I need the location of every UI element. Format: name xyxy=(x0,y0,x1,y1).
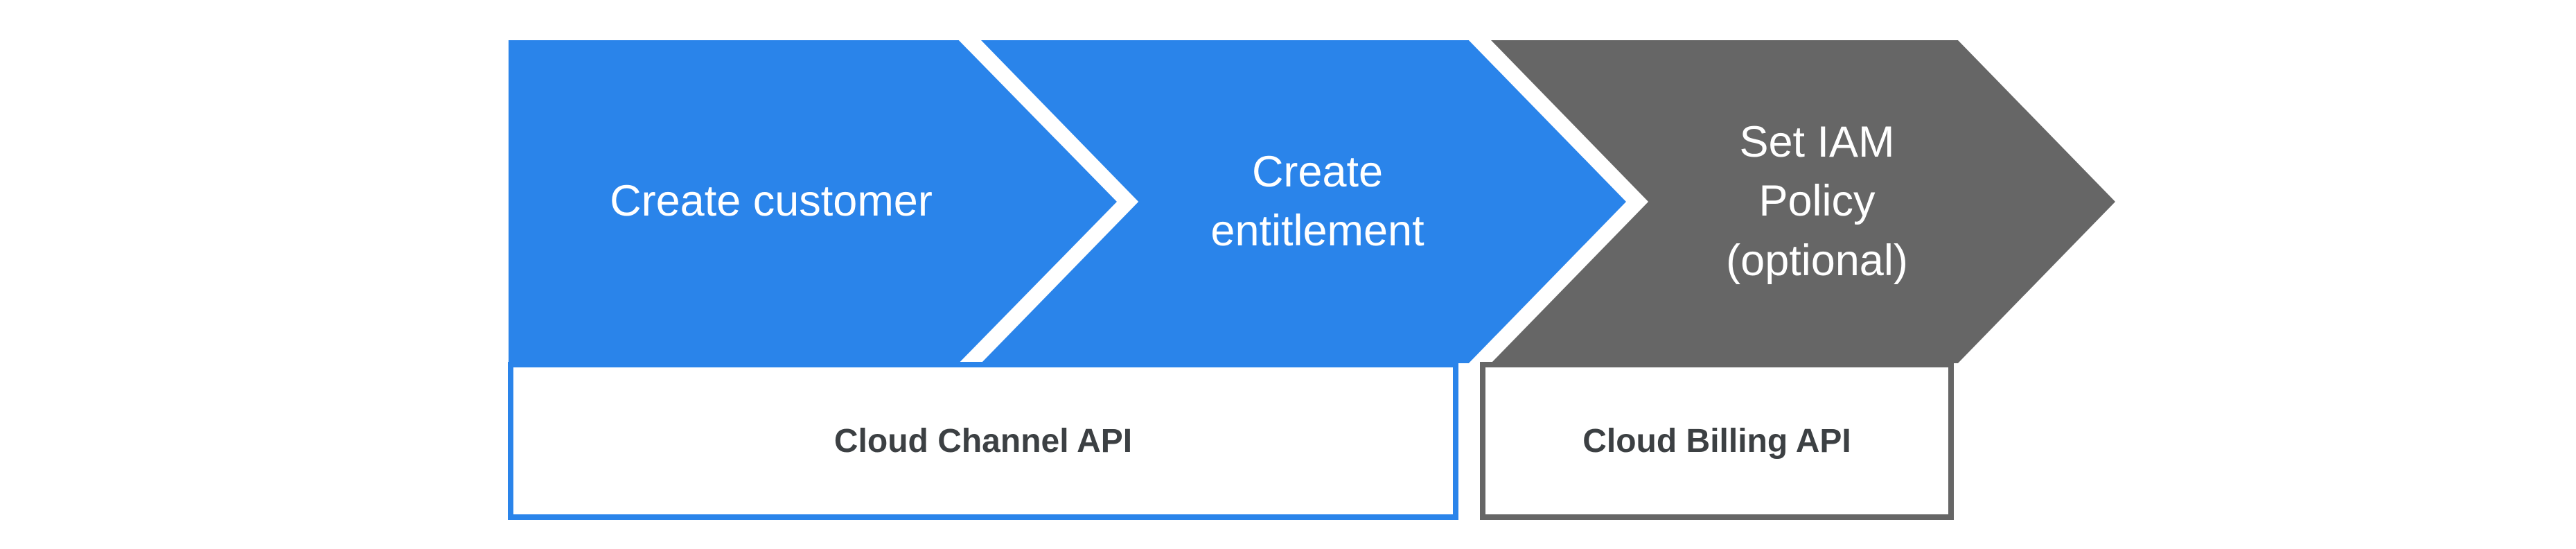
step-arrow-create-customer: Create customer xyxy=(509,40,1117,363)
step-label-create-customer: Create customer xyxy=(610,177,933,226)
api-label-cloud-channel: Cloud Channel API xyxy=(833,422,1133,460)
api-label-cloud-billing: Cloud Billing API xyxy=(1582,422,1851,460)
api-box-cloud-channel: Cloud Channel API xyxy=(508,362,1458,520)
step-label-set-iam-policy: Set IAM Policy (optional) xyxy=(1726,118,1908,285)
step-label-create-entitlement: Create entitlement xyxy=(1210,147,1424,255)
api-box-cloud-billing: Cloud Billing API xyxy=(1480,362,1954,520)
